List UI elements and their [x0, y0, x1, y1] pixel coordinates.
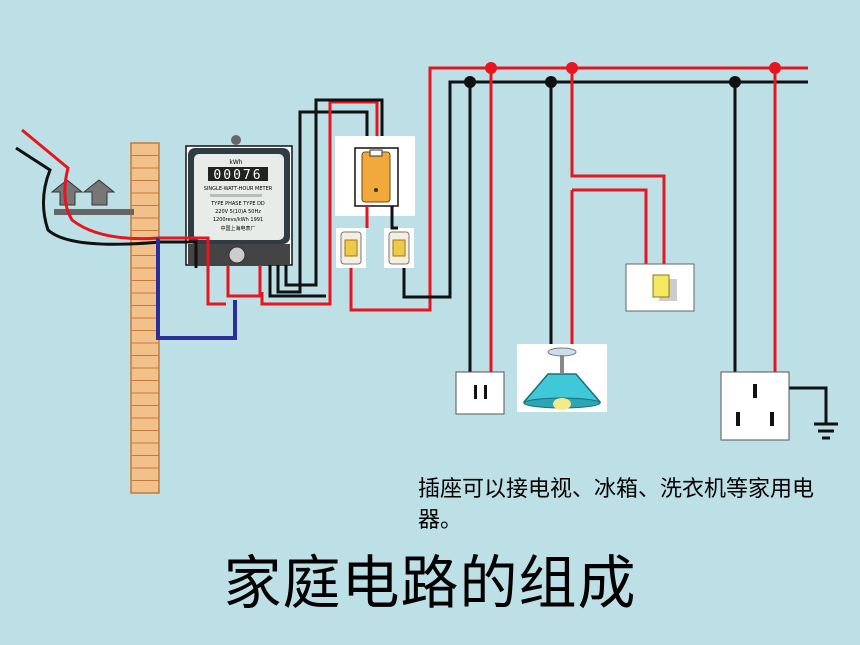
- meter-input-wires: [159, 236, 226, 306]
- page-title: 家庭电路的组成: [223, 549, 637, 617]
- fuse-right: [384, 228, 414, 268]
- meter-spec-1: TYPE PHASE TYPE DD: [210, 201, 265, 207]
- socket-caption: 插座可以接电视、冰箱、洗衣机等家用电器。: [418, 477, 815, 533]
- three-pin-socket: [720, 371, 790, 441]
- utility-pole: [130, 142, 160, 494]
- junction-dots: [464, 62, 781, 88]
- ground-symbol: [814, 422, 838, 440]
- meter-unit: kWh: [229, 159, 242, 166]
- meter-maker: 中国上海电表厂: [220, 225, 255, 232]
- distribution-wires: [349, 66, 808, 312]
- ground-wire: [156, 238, 237, 340]
- wall-switch: [625, 263, 695, 312]
- two-pin-socket: [455, 371, 505, 415]
- meter-output-wires: [226, 98, 384, 306]
- energy-meter: kWh 00076 SINGLE-WATT-HOUR METER TYPE PH…: [185, 135, 293, 266]
- main-knife-switch: [335, 136, 415, 216]
- pole-crossarm: [50, 179, 134, 215]
- meter-spec-2: 220V 5(10)A 50Hz: [215, 209, 261, 215]
- branch-wires: [468, 68, 828, 424]
- incoming-service-wires: [15, 128, 161, 246]
- ceiling-lamp: [517, 344, 607, 412]
- meter-reading: 00076: [213, 168, 262, 183]
- meter-spec-3: 1200revs/kWh 1991: [213, 217, 263, 223]
- fuse-left: [336, 228, 366, 268]
- meter-name: SINGLE-WATT-HOUR METER: [204, 186, 273, 192]
